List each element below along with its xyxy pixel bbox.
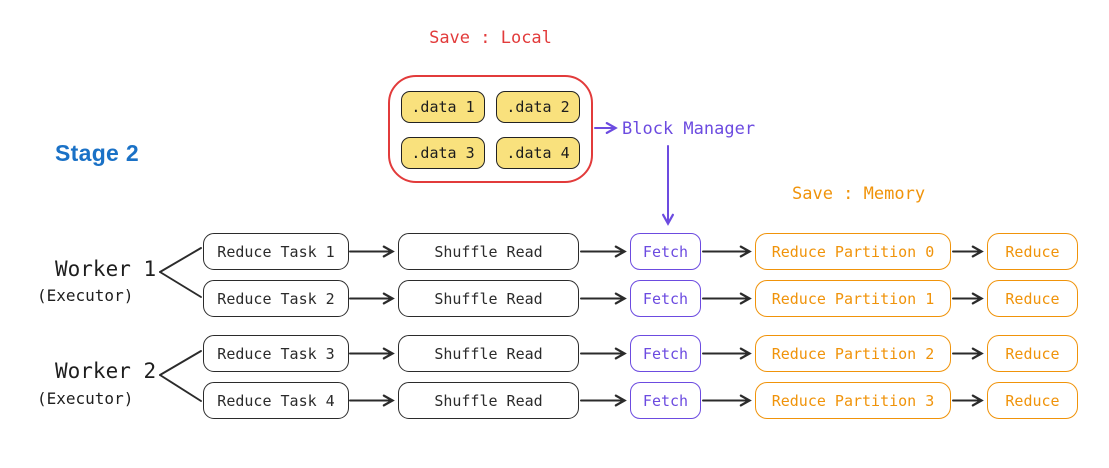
block-manager-arrows [594, 121, 675, 226]
worker-name: Worker 2 [55, 359, 157, 383]
data-block: .data 4 [496, 137, 580, 169]
shuffle-read-node: Shuffle Read [398, 382, 579, 419]
reduce-partition-node: Reduce Partition 0 [755, 233, 951, 270]
worker-role: (Executor) [37, 286, 134, 305]
reduce-node: Reduce [987, 382, 1078, 419]
worker-role: (Executor) [37, 389, 134, 408]
shuffle-read-node: Shuffle Read [398, 335, 579, 372]
save-memory-label: Save : Memory [792, 184, 926, 204]
stage-label: Stage 2 [55, 140, 139, 166]
shuffle-read-node: Shuffle Read [398, 233, 579, 270]
worker-name: Worker 1 [55, 257, 157, 281]
local-storage-container: .data 1 .data 2 .data 3 .data 4 [388, 75, 593, 183]
fetch-node: Fetch [630, 335, 701, 372]
data-block: .data 3 [401, 137, 485, 169]
fetch-node: Fetch [630, 233, 701, 270]
save-local-label: Save : Local [429, 28, 552, 48]
reduce-task-node: Reduce Task 2 [203, 280, 349, 317]
fetch-node: Fetch [630, 280, 701, 317]
data-block: .data 2 [496, 91, 580, 123]
reduce-node: Reduce [987, 335, 1078, 372]
reduce-partition-node: Reduce Partition 1 [755, 280, 951, 317]
reduce-partition-node: Reduce Partition 3 [755, 382, 951, 419]
shuffle-read-node: Shuffle Read [398, 280, 579, 317]
reduce-node: Reduce [987, 233, 1078, 270]
fetch-node: Fetch [630, 382, 701, 419]
reduce-node: Reduce [987, 280, 1078, 317]
reduce-task-node: Reduce Task 3 [203, 335, 349, 372]
reduce-task-node: Reduce Task 1 [203, 233, 349, 270]
reduce-task-node: Reduce Task 4 [203, 382, 349, 419]
block-manager-label: Block Manager [622, 119, 756, 139]
worker-fan-lines [159, 247, 202, 402]
data-block: .data 1 [401, 91, 485, 123]
pipeline-arrows [349, 245, 984, 407]
reduce-partition-node: Reduce Partition 2 [755, 335, 951, 372]
